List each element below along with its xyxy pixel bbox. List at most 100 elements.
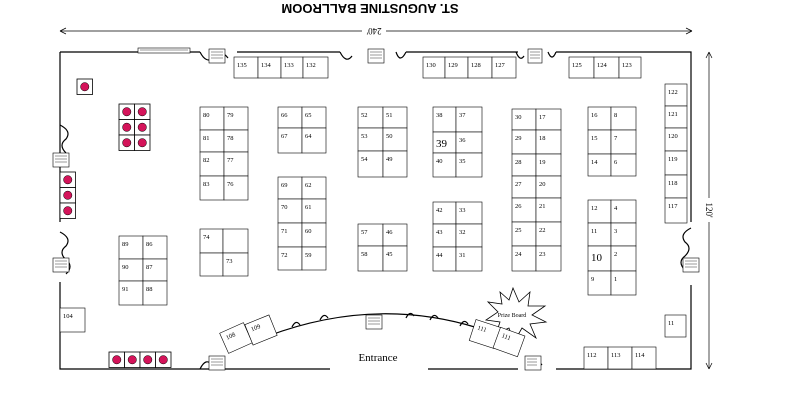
booth-box[interactable]: [301, 127, 327, 154]
booth[interactable]: 71: [277, 222, 303, 248]
booth[interactable]: 52: [357, 106, 384, 129]
booth[interactable]: 112: [583, 346, 609, 370]
booth-box[interactable]: [491, 56, 517, 79]
booth[interactable]: 124: [593, 56, 620, 79]
booth[interactable]: 2: [610, 245, 637, 272]
booth[interactable]: 123: [618, 56, 642, 79]
booth-box[interactable]: [382, 245, 408, 272]
booth[interactable]: 135: [233, 56, 259, 79]
booth[interactable]: 32: [455, 223, 483, 248]
booth[interactable]: 127: [491, 56, 517, 79]
booth-box[interactable]: [535, 129, 562, 155]
booth-box[interactable]: [357, 245, 384, 272]
booth[interactable]: 64: [301, 127, 327, 154]
booth[interactable]: 134: [257, 56, 282, 79]
booth[interactable]: 18: [535, 129, 562, 155]
booth[interactable]: 132: [302, 56, 329, 79]
booth[interactable]: 10: [587, 245, 612, 272]
booth[interactable]: 74: [199, 228, 224, 254]
booth[interactable]: 46: [382, 223, 408, 247]
booth[interactable]: 11: [587, 222, 612, 247]
booth-box[interactable]: [277, 198, 303, 224]
booth[interactable]: 24: [511, 245, 537, 272]
booth-box[interactable]: [664, 150, 688, 176]
booth[interactable]: 83: [199, 175, 225, 201]
booth-box[interactable]: [59, 307, 86, 333]
booth[interactable]: 104: [59, 307, 86, 333]
booth[interactable]: 125: [568, 56, 595, 79]
booth-box[interactable]: [199, 151, 225, 177]
booth[interactable]: 33: [455, 201, 483, 225]
booth[interactable]: 35: [455, 152, 483, 178]
booth[interactable]: 130: [422, 56, 446, 79]
booth-box[interactable]: [277, 222, 303, 248]
booth[interactable]: 42: [432, 201, 457, 225]
booth[interactable]: 7: [610, 129, 637, 155]
booth[interactable]: 70: [277, 198, 303, 224]
booth[interactable]: 90: [118, 258, 144, 282]
booth-box[interactable]: [610, 270, 637, 296]
booth-box[interactable]: [610, 153, 637, 177]
booth-box[interactable]: [222, 252, 249, 277]
booth-box[interactable]: [244, 314, 278, 346]
booth[interactable]: 77: [223, 151, 249, 177]
booth[interactable]: 59: [301, 246, 327, 271]
booth[interactable]: 37: [455, 106, 483, 133]
booth[interactable]: 67: [277, 127, 303, 154]
booth[interactable]: 17: [535, 108, 562, 131]
booth[interactable]: 114: [631, 346, 657, 370]
booth-box[interactable]: [610, 129, 637, 155]
booth[interactable]: 122: [664, 83, 688, 107]
booth-box[interactable]: [432, 246, 457, 272]
booth[interactable]: [199, 252, 224, 277]
booth[interactable]: 81: [199, 129, 225, 153]
booth-box[interactable]: [357, 150, 384, 178]
booth[interactable]: 119: [664, 150, 688, 176]
booth[interactable]: 91: [118, 280, 144, 306]
booth[interactable]: 25: [511, 221, 537, 247]
booth[interactable]: 89: [118, 235, 144, 260]
booth[interactable]: 23: [535, 245, 562, 272]
booth[interactable]: 117: [664, 197, 688, 224]
booth-box[interactable]: [492, 326, 526, 358]
booth[interactable]: 19: [535, 153, 562, 177]
booth[interactable]: 14: [587, 153, 612, 177]
booth[interactable]: 22: [535, 221, 562, 247]
booth[interactable]: 44: [432, 246, 457, 272]
booth[interactable]: 31: [455, 246, 483, 272]
booth-box[interactable]: [664, 197, 688, 224]
booth[interactable]: 54: [357, 150, 384, 178]
booth-box[interactable]: [511, 221, 537, 247]
booth[interactable]: 62: [301, 176, 327, 200]
booth[interactable]: 26: [511, 197, 537, 223]
booth-box[interactable]: [511, 197, 537, 223]
booth[interactable]: 8: [610, 106, 637, 131]
booth[interactable]: 82: [199, 151, 225, 177]
booth-box[interactable]: [302, 56, 329, 79]
angled-booth[interactable]: 111: [492, 326, 526, 358]
booth[interactable]: 51: [382, 106, 408, 129]
booth[interactable]: 61: [301, 198, 327, 224]
booth-box[interactable]: [199, 252, 224, 277]
booth[interactable]: 11: [664, 314, 687, 338]
booth-box[interactable]: [618, 56, 642, 79]
booth-box[interactable]: [664, 314, 687, 338]
booth-box[interactable]: [277, 127, 303, 154]
booth-box[interactable]: [432, 106, 457, 133]
booth-box[interactable]: [587, 129, 612, 155]
booth[interactable]: 66: [277, 106, 303, 129]
booth[interactable]: 65: [301, 106, 327, 129]
booth[interactable]: 36: [455, 131, 483, 154]
booth[interactable]: [222, 228, 249, 254]
booth[interactable]: 12: [587, 199, 612, 224]
booth[interactable]: 49: [382, 150, 408, 178]
booth[interactable]: 29: [511, 129, 537, 155]
booth[interactable]: 45: [382, 245, 408, 272]
booth[interactable]: 133: [280, 56, 304, 79]
booth-box[interactable]: [631, 346, 657, 370]
angled-booth[interactable]: 109: [244, 314, 278, 346]
booth-box[interactable]: [511, 129, 537, 155]
booth-box[interactable]: [610, 245, 637, 272]
booth-box[interactable]: [142, 280, 168, 306]
booth[interactable]: 121: [664, 105, 688, 129]
